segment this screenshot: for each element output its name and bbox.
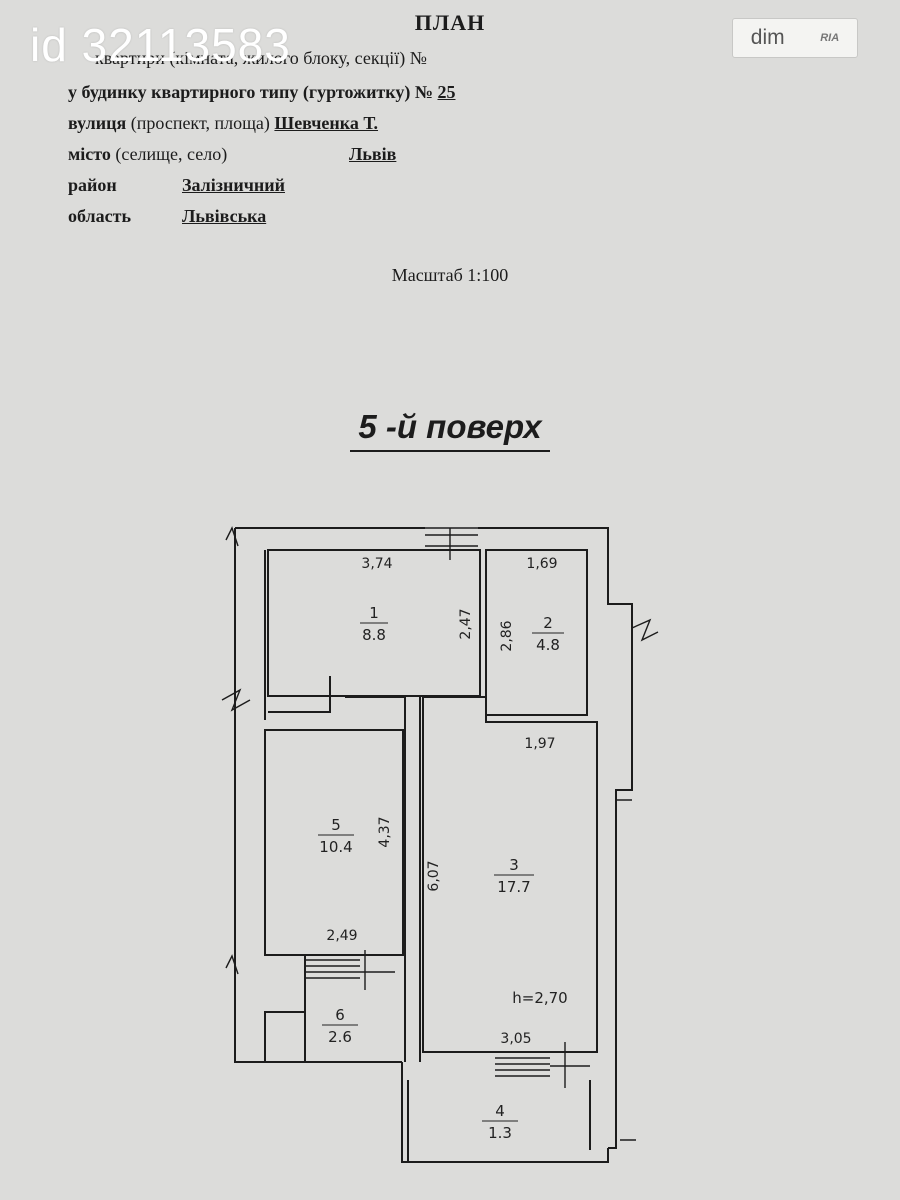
floor-title: 5 -й поверх bbox=[350, 408, 550, 452]
district-value-wrap: Залізничний bbox=[182, 175, 285, 196]
city-sublabel: (селище, село) bbox=[115, 144, 228, 164]
header-line-apartment: квартири (кімната, жилого блоку, секції)… bbox=[95, 48, 427, 69]
building-label: у будинку квартирного типу (гуртожитку) … bbox=[68, 82, 433, 102]
room-labels: 1 8.8 2 4.8 3 17.7 4 1.3 5 10.4 6 2.6 bbox=[318, 604, 564, 1142]
street-label: вулиця bbox=[68, 113, 127, 133]
scale-text: Масштаб 1:100 bbox=[391, 265, 509, 285]
walls bbox=[234, 527, 633, 1163]
street-value: Шевченка Т. bbox=[274, 113, 379, 133]
dim-room-3-height: 6,07 bbox=[426, 860, 442, 891]
street-sublabel: (проспект, площа) bbox=[130, 113, 270, 133]
room-2-number: 2 bbox=[543, 614, 553, 632]
room-6-area: 2.6 bbox=[328, 1028, 352, 1046]
room-3-number: 3 bbox=[509, 856, 519, 874]
header-line-building: у будинку квартирного типу (гуртожитку) … bbox=[68, 82, 455, 103]
dim-ria-logo[interactable]: dim RIA bbox=[732, 18, 858, 58]
wall-break-right bbox=[631, 618, 659, 642]
door-room-3 bbox=[495, 1042, 590, 1088]
door-room-5 bbox=[305, 950, 395, 990]
region-label: область bbox=[68, 206, 131, 226]
room-6-number: 6 bbox=[335, 1006, 345, 1024]
room-5-number: 5 bbox=[331, 816, 341, 834]
apartment-label: квартири (кімната, жилого блоку, секції)… bbox=[95, 48, 427, 68]
listing-id-watermark: id 32113583 bbox=[30, 19, 291, 71]
room-4-area: 1.3 bbox=[488, 1124, 512, 1142]
header-line-city: місто (селище, село) bbox=[68, 144, 227, 165]
dim-room-2-height: 2,86 bbox=[499, 620, 515, 651]
room-3-area: 17.7 bbox=[497, 878, 530, 896]
document-title: ПЛАН bbox=[414, 10, 486, 35]
room-5-area: 10.4 bbox=[319, 838, 352, 856]
room-4-outline bbox=[407, 1080, 591, 1162]
region-value: Львівська bbox=[182, 206, 267, 226]
dim-room-5-height: 4,37 bbox=[377, 816, 393, 847]
dim-room-5-width: 2,49 bbox=[326, 928, 357, 944]
floor-heading: 5 -й поверх bbox=[0, 408, 900, 452]
openings bbox=[221, 526, 659, 1141]
header-line-street: вулиця (проспект, площа) Шевченка Т. bbox=[68, 113, 378, 134]
dimension-labels: 3,74 2,47 1,69 2,86 1,97 6,07 3,05 4,37 … bbox=[326, 556, 567, 1047]
outer-wall bbox=[234, 527, 633, 1163]
room-5-outline bbox=[264, 729, 404, 956]
dim-room-3-width-bottom: 3,05 bbox=[500, 1031, 531, 1047]
dim-room-1-width: 3,74 bbox=[361, 556, 392, 572]
logo-sub: RIA bbox=[820, 32, 840, 44]
district-label: район bbox=[68, 175, 117, 195]
region-value-wrap: Львівська bbox=[182, 206, 266, 227]
wall-break-bottom-left bbox=[225, 954, 239, 975]
partition-walls bbox=[268, 676, 421, 1062]
room-1-area: 8.8 bbox=[362, 626, 386, 644]
city-value-wrap: Львів bbox=[349, 144, 396, 165]
logo-brand: dim bbox=[750, 26, 785, 49]
dim-room-1-height: 2,47 bbox=[458, 608, 474, 639]
dim-room-2-width: 1,69 bbox=[526, 556, 557, 572]
city-value: Львів bbox=[349, 144, 397, 164]
building-number: 25 bbox=[437, 82, 456, 102]
wall-break-top-left bbox=[225, 526, 239, 547]
city-label: місто bbox=[68, 144, 111, 164]
room-1-number: 1 bbox=[369, 604, 379, 622]
right-wall-ticks bbox=[616, 799, 636, 1141]
wall-break-left bbox=[221, 688, 251, 712]
header-line-region: область bbox=[68, 206, 131, 227]
header-line-district: район bbox=[68, 175, 117, 196]
window-room-1 bbox=[425, 527, 478, 560]
room-3-outline bbox=[422, 696, 598, 1053]
room-2-area: 4.8 bbox=[536, 636, 560, 654]
district-value: Залізничний bbox=[182, 175, 285, 195]
left-inner-wall bbox=[264, 550, 306, 1062]
dim-room-3-width-top: 1,97 bbox=[524, 736, 555, 752]
room-4-number: 4 bbox=[495, 1102, 505, 1120]
ceiling-height: h=2,70 bbox=[512, 989, 567, 1007]
room-2-outline bbox=[485, 549, 588, 716]
